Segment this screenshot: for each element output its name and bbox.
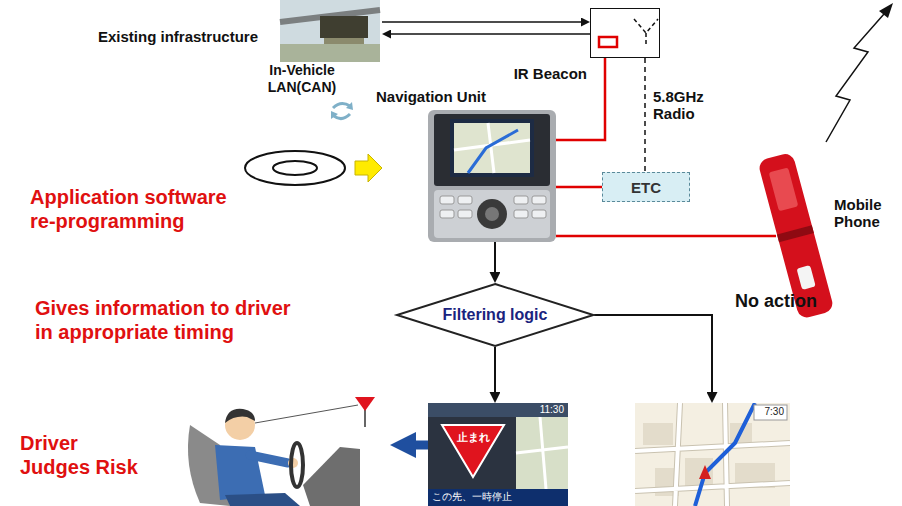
nav-button [514, 210, 528, 218]
driver-figure: Driver Judges Risk [15, 385, 390, 506]
screen-map-strip [516, 417, 568, 489]
photo-sky [280, 0, 380, 62]
connector [494, 242, 496, 275]
nav-knob [477, 199, 507, 229]
connector [382, 21, 584, 23]
connector [408, 441, 428, 450]
steering-wheel [291, 443, 303, 487]
connector [494, 347, 496, 395]
driver-legs [225, 493, 300, 506]
nav-button [440, 196, 454, 204]
nav-map [454, 123, 530, 173]
screen-top-bar [428, 403, 568, 417]
connector [556, 186, 602, 189]
beacon-box-art [591, 9, 661, 59]
can-icon [346, 102, 353, 110]
annotation-label: Application software re-programming [30, 185, 245, 233]
screen-roads [516, 417, 568, 489]
connector [644, 58, 646, 172]
map-route [695, 403, 755, 506]
nav-route [468, 130, 518, 173]
screen-ground [428, 403, 568, 506]
beacon-device [320, 16, 368, 38]
ir-emitter [599, 37, 617, 47]
map-block [643, 423, 673, 445]
node-text: 11:30 [540, 404, 564, 416]
map-car-marker [699, 465, 711, 479]
stop-sign [442, 425, 504, 477]
connector [388, 33, 590, 35]
stop-screen: 止まれこの先、一時停止 11:30 [428, 403, 568, 506]
map-block [685, 458, 713, 488]
antenna-symbol [634, 19, 658, 45]
nav-button [440, 210, 454, 218]
can-icon [331, 111, 338, 119]
node-text: Filtering logic [443, 306, 548, 324]
nav-panel [434, 190, 550, 238]
photo-trees [280, 44, 380, 62]
annotation-label: In-Vehicle LAN(CAN) [262, 62, 342, 96]
dashboard [303, 447, 360, 506]
yellow-arrow [355, 154, 382, 182]
decision-diamond-outline [397, 284, 593, 346]
sign-flag [355, 397, 375, 411]
map-road-edge [635, 403, 790, 506]
node-text: 7:30 [765, 406, 784, 418]
etc-box: ETC [602, 172, 690, 202]
node-text: Mobile Phone [834, 196, 898, 230]
node-text: ETC [631, 179, 661, 196]
beacon-device-base [324, 38, 364, 44]
radio-zigzag [826, 14, 884, 142]
node-text: Existing infrastructure [98, 28, 258, 45]
screen-bottom-bar [428, 489, 568, 506]
map-screen-art [635, 403, 790, 506]
map-clock-box [754, 405, 787, 420]
edge-label: 5.8GHz Radio [653, 88, 715, 122]
navigation-unit-art [428, 110, 556, 242]
connector [556, 235, 776, 238]
infrastructure-photo: Existing infrastructure [98, 0, 382, 62]
nav-button [458, 196, 472, 204]
node-text: Driver Judges Risk [20, 431, 145, 479]
nav-roads [454, 123, 530, 173]
node-text: IR Beacon [514, 65, 587, 82]
nav-bezel [434, 114, 550, 186]
nav-screen [450, 119, 534, 177]
nav-button [532, 196, 546, 204]
map-ground [635, 403, 790, 506]
map-road [635, 403, 790, 506]
nav-button [532, 210, 546, 218]
node-text: この先、一時停止 [432, 491, 512, 503]
driver-hair [225, 409, 255, 423]
screen-panel [428, 417, 516, 489]
nav-button [514, 196, 528, 204]
radio-zigzag-head [879, 3, 893, 18]
connector [594, 315, 712, 395]
navigation-unit: Navigation Unit [428, 110, 556, 242]
annotation-label: Gives information to driver in appropria… [35, 296, 305, 344]
driver-arm [250, 455, 288, 463]
nav-button [458, 210, 472, 218]
phone-hinge [777, 225, 814, 242]
node-text: Navigation Unit [376, 88, 486, 105]
nav-knob-center [485, 207, 499, 221]
nav-body [428, 110, 556, 242]
node-text: 止まれ [453, 431, 493, 444]
phone-highlight [769, 167, 799, 211]
map-screen: 7:30 [635, 403, 790, 506]
sight-line [255, 405, 358, 423]
disc-inner [273, 161, 317, 175]
stop-screen-art [428, 403, 568, 506]
decision-diamond: Filtering logic [396, 283, 594, 347]
beacon-box: IR Beacon [590, 8, 660, 58]
phone-accent [797, 265, 816, 290]
edge-label: No action [735, 291, 817, 312]
disc-outer [245, 151, 345, 185]
